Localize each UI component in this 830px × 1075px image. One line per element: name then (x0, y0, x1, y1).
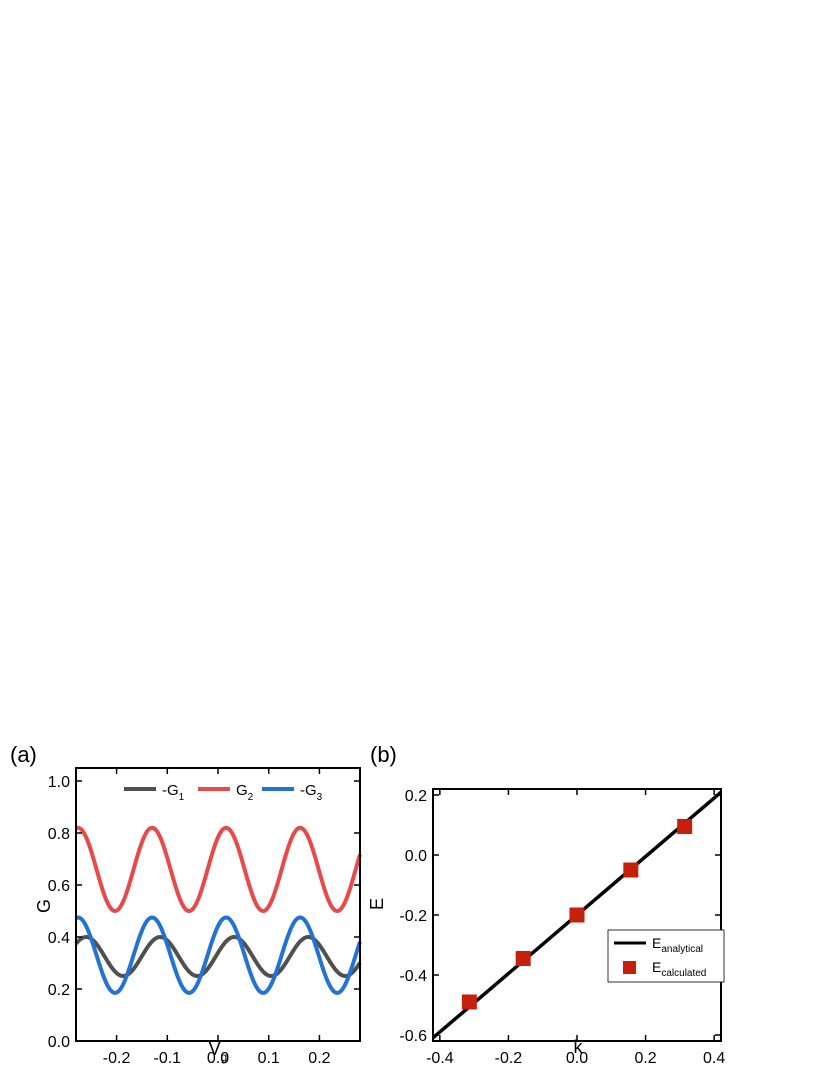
calculated-point (623, 862, 639, 878)
panel-b-xtick-label: -0.4 (426, 1050, 454, 1067)
panel-b-xtick-label: 0.2 (634, 1050, 656, 1067)
series-line-3 (75, 915, 362, 995)
calculated-point (569, 907, 585, 923)
panel-b-xtick-label: -0.2 (495, 1050, 523, 1067)
panel-b-ylabel: E (367, 898, 387, 910)
legend-label-calculated: Ecalculated (652, 959, 706, 979)
panel-b-ticks: -0.4 -0.2 0.0 0.2 0.4 -0.6 -0.4 -0.2 0.0 0.2 (399, 788, 725, 1067)
panel-b-label: (b) (370, 742, 397, 767)
panel-a-xlabel-sub: g (221, 1050, 228, 1064)
panel-b-ytick-label: 0.2 (405, 788, 427, 805)
panel-a-ytick-label: 0.4 (48, 930, 70, 947)
legend-label-g1: -G1 (162, 782, 185, 803)
legend-label-g2: G2 (236, 782, 254, 803)
panel-b-ytick-label: -0.4 (399, 968, 427, 985)
panel-a-ytick-label: 0.6 (48, 878, 70, 895)
panel-b-ytick-label: -0.6 (399, 1028, 427, 1045)
calculated-point (515, 951, 531, 966)
panel-a-xtick-label: -0.1 (153, 1050, 181, 1067)
panel-a-xtick-label: 0.0 (207, 1050, 229, 1067)
panel-a-xlabel: Vg (209, 1039, 228, 1064)
legend-swatch-calculated (623, 961, 636, 974)
panel-a-plot-area (74, 767, 362, 1042)
panel-a-xtick-label: -0.2 (103, 1050, 131, 1067)
panel-a-label: (a) (10, 742, 37, 767)
panel-b-xtick-label: 0.0 (566, 1050, 588, 1067)
panel-a-ytick-label: 1.0 (48, 774, 70, 791)
panel-b-plot-area (432, 788, 722, 1042)
panel-a-frame (75, 767, 361, 1042)
panel-b-ytick-label: -0.2 (399, 908, 427, 925)
calculated-point (461, 994, 477, 1010)
panel-a-xlabel-main: V (209, 1039, 221, 1059)
panel-a-ytick-label: 0.8 (48, 826, 70, 843)
panel-a-ticks: -0.2 -0.1 0.0 0.1 0.2 0.0 0.2 0.4 0.6 0.8 1.0 (48, 768, 360, 1067)
calculated-point (677, 819, 693, 834)
legend-label-analytical: Eanalytical (652, 935, 703, 955)
panel-a-xtick-label: 0.1 (258, 1050, 280, 1067)
legend-label-g3: -G3 (300, 782, 323, 803)
panel-a-ylabel: G (34, 899, 54, 913)
series-line-2 (75, 825, 362, 914)
panel-a-legend: -G1 G2 -G3 (124, 782, 323, 803)
panel-b-xtick-label: 0.4 (703, 1050, 725, 1067)
panel-a-ytick-label: 0.2 (48, 982, 70, 999)
panel-b-legend: Eanalytical Ecalculated (607, 929, 725, 983)
panel-b-xlabel: k (574, 1037, 584, 1057)
panel-a-ytick-label: 0.0 (48, 1034, 70, 1051)
panel-b-ytick-label: 0.0 (405, 848, 427, 865)
panel-a-xtick-label: 0.2 (308, 1050, 330, 1067)
